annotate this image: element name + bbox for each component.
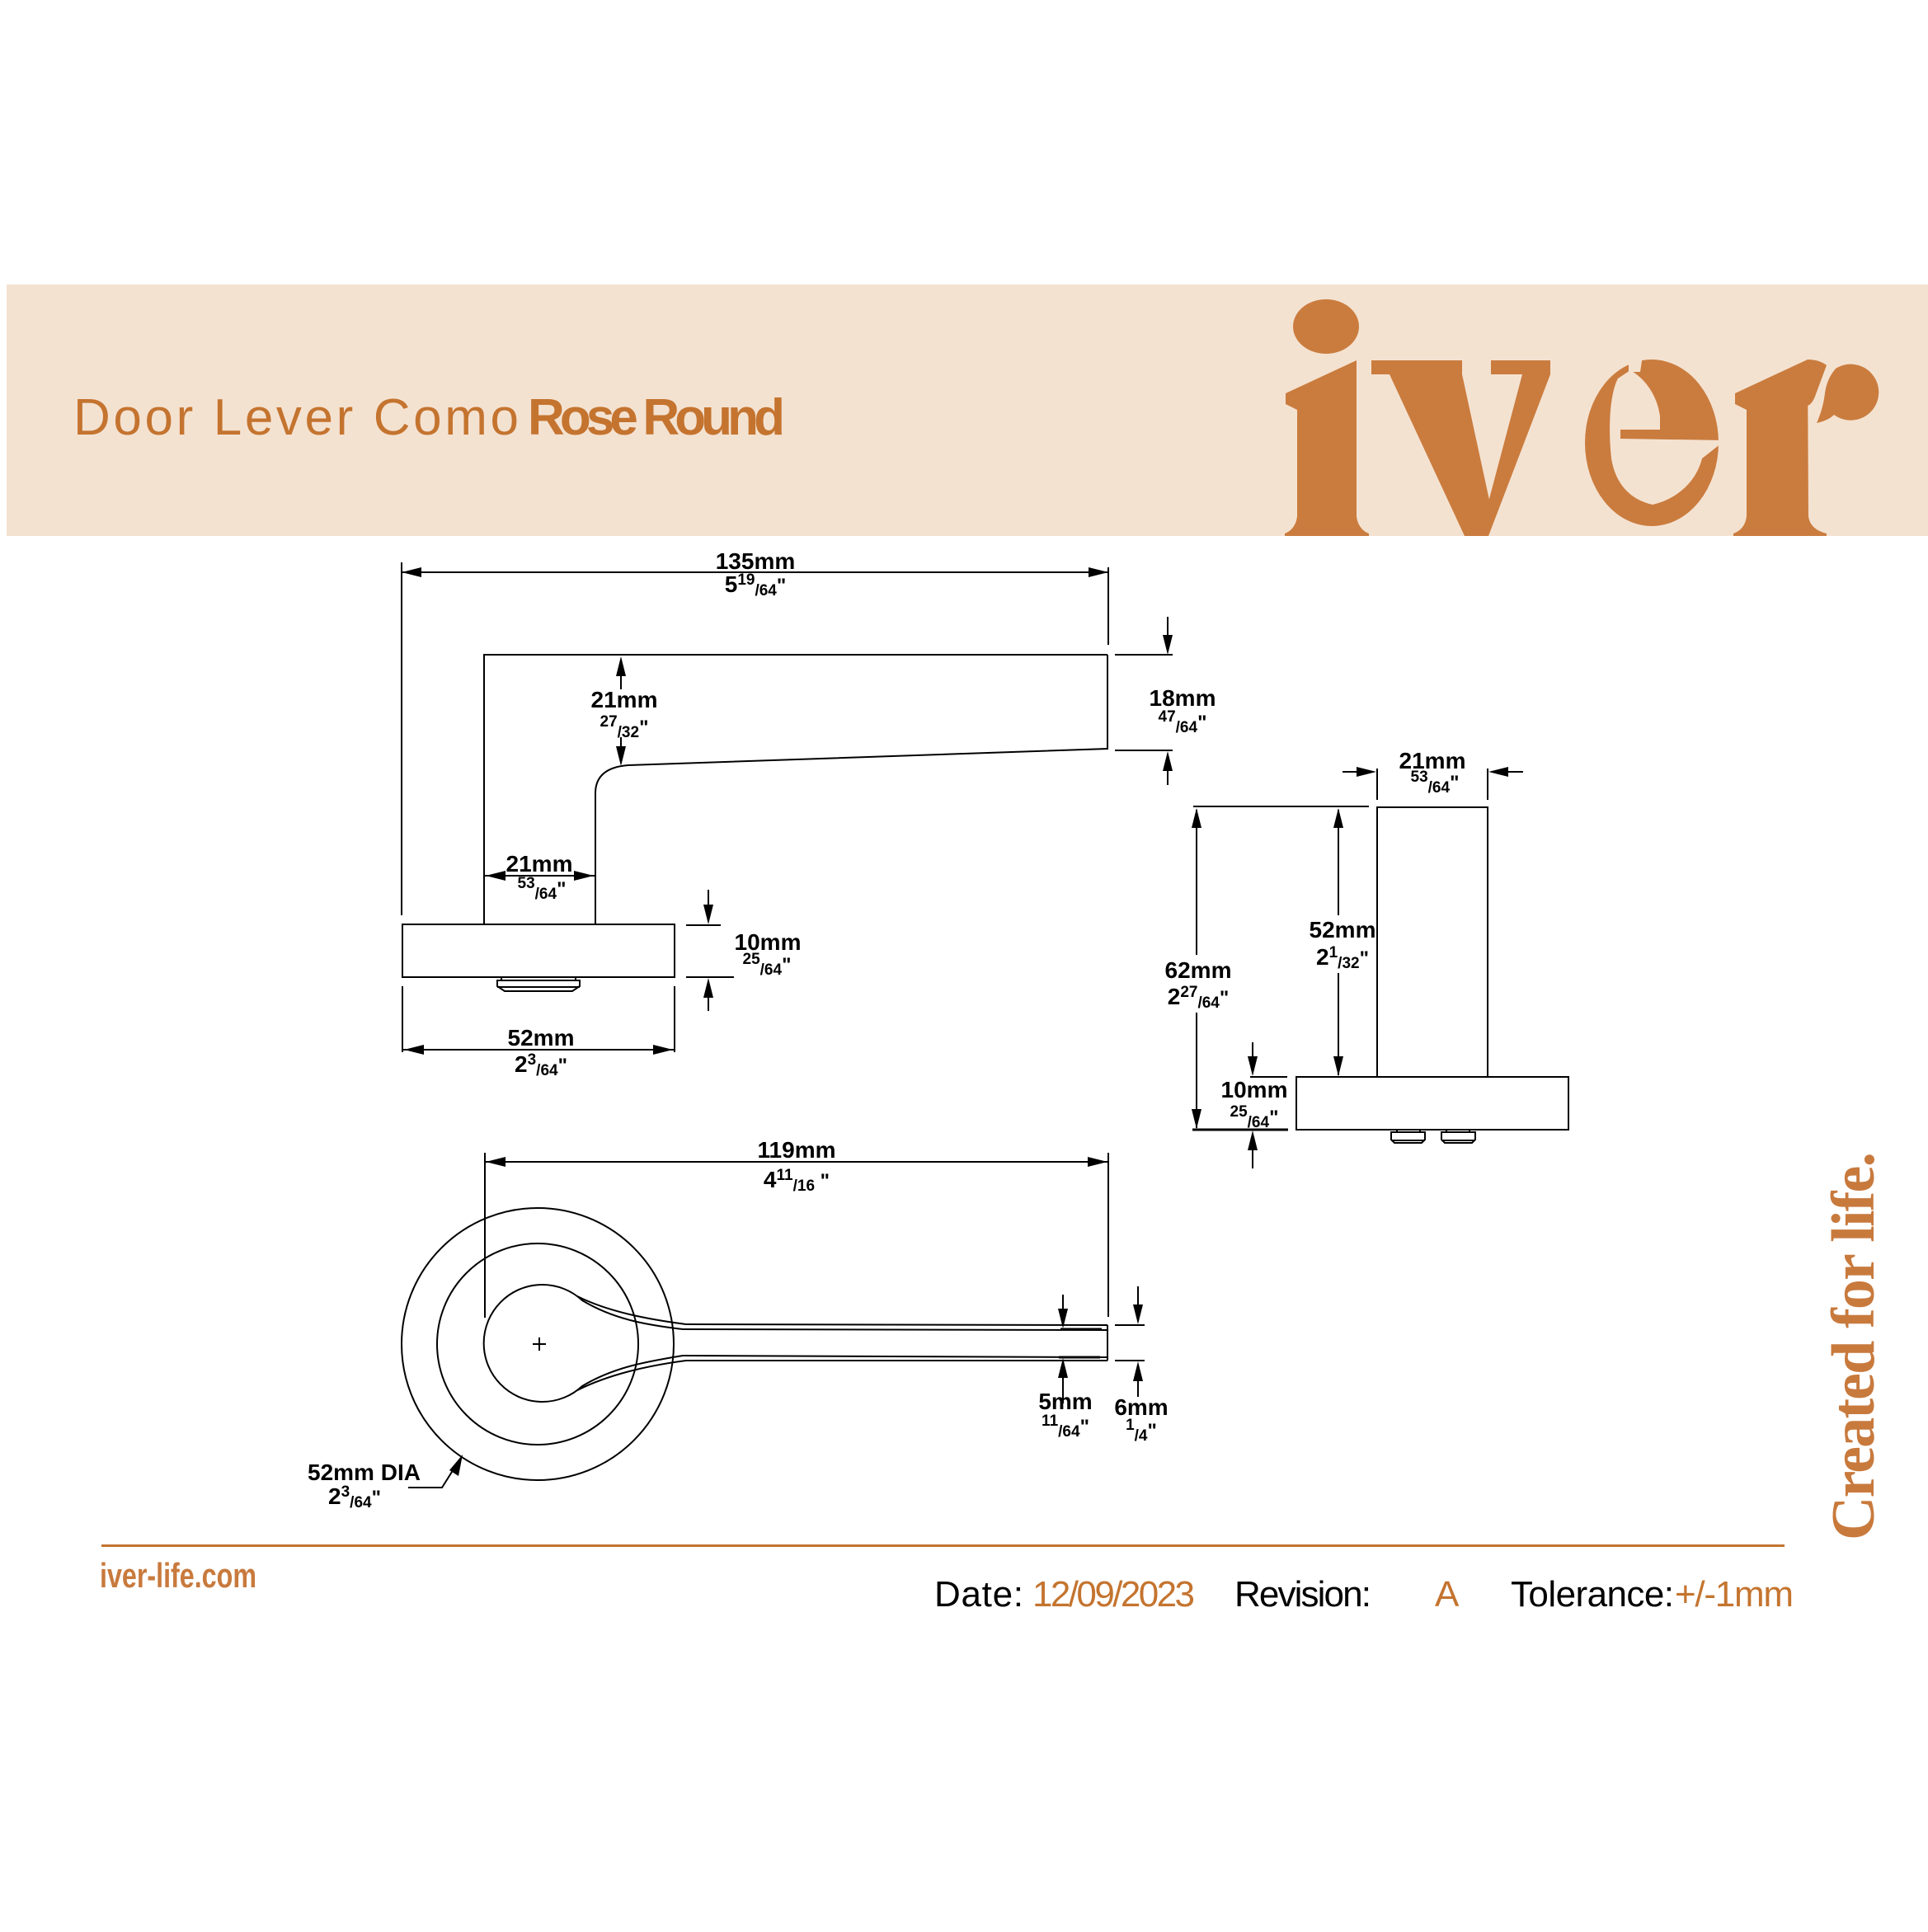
svg-text:18mm: 18mm xyxy=(1150,685,1216,711)
svg-text:Door Lever Como: Door Lever Como xyxy=(73,389,519,446)
svg-text:52mm: 52mm xyxy=(1310,917,1376,942)
svg-text:25/64": 25/64" xyxy=(743,951,792,979)
svg-text:62mm: 62mm xyxy=(1165,957,1232,983)
svg-text:21mm: 21mm xyxy=(591,687,658,712)
svg-text:11/64": 11/64" xyxy=(1042,1413,1089,1441)
svg-text:10mm: 10mm xyxy=(1221,1077,1288,1102)
svg-text:25/64": 25/64" xyxy=(1230,1103,1279,1131)
svg-text:Rose Round: Rose Round xyxy=(528,389,785,446)
svg-text:A: A xyxy=(1435,1574,1460,1615)
svg-text:+/-1mm: +/-1mm xyxy=(1675,1574,1794,1615)
svg-text:135mm: 135mm xyxy=(716,548,796,574)
svg-text:12/09/2023: 12/09/2023 xyxy=(1032,1574,1195,1615)
svg-text:iver-life.com: iver-life.com xyxy=(100,1556,256,1595)
svg-text:21mm: 21mm xyxy=(1399,748,1466,773)
svg-text:53/64": 53/64" xyxy=(1411,769,1460,797)
svg-text:6mm: 6mm xyxy=(1114,1394,1168,1420)
svg-text:47/64": 47/64" xyxy=(1159,708,1207,736)
svg-text:Date:: Date: xyxy=(934,1574,1023,1615)
svg-text:21/32": 21/32" xyxy=(1316,944,1369,972)
svg-text:Tolerance:: Tolerance: xyxy=(1511,1574,1674,1615)
svg-text:52mm: 52mm xyxy=(508,1025,575,1051)
svg-text:5mm: 5mm xyxy=(1038,1389,1092,1414)
svg-text:Created for life.: Created for life. xyxy=(1820,1152,1888,1540)
svg-text:52mm DIA: 52mm DIA xyxy=(308,1460,421,1485)
svg-text:119mm: 119mm xyxy=(758,1137,836,1163)
svg-text:21mm: 21mm xyxy=(506,851,573,877)
svg-text:10mm: 10mm xyxy=(735,929,802,955)
svg-text:53/64": 53/64" xyxy=(518,875,567,903)
svg-text:27/32": 27/32" xyxy=(600,713,649,741)
svg-text:1/4": 1/4" xyxy=(1126,1417,1157,1445)
svg-text:Revision:: Revision: xyxy=(1234,1574,1371,1615)
